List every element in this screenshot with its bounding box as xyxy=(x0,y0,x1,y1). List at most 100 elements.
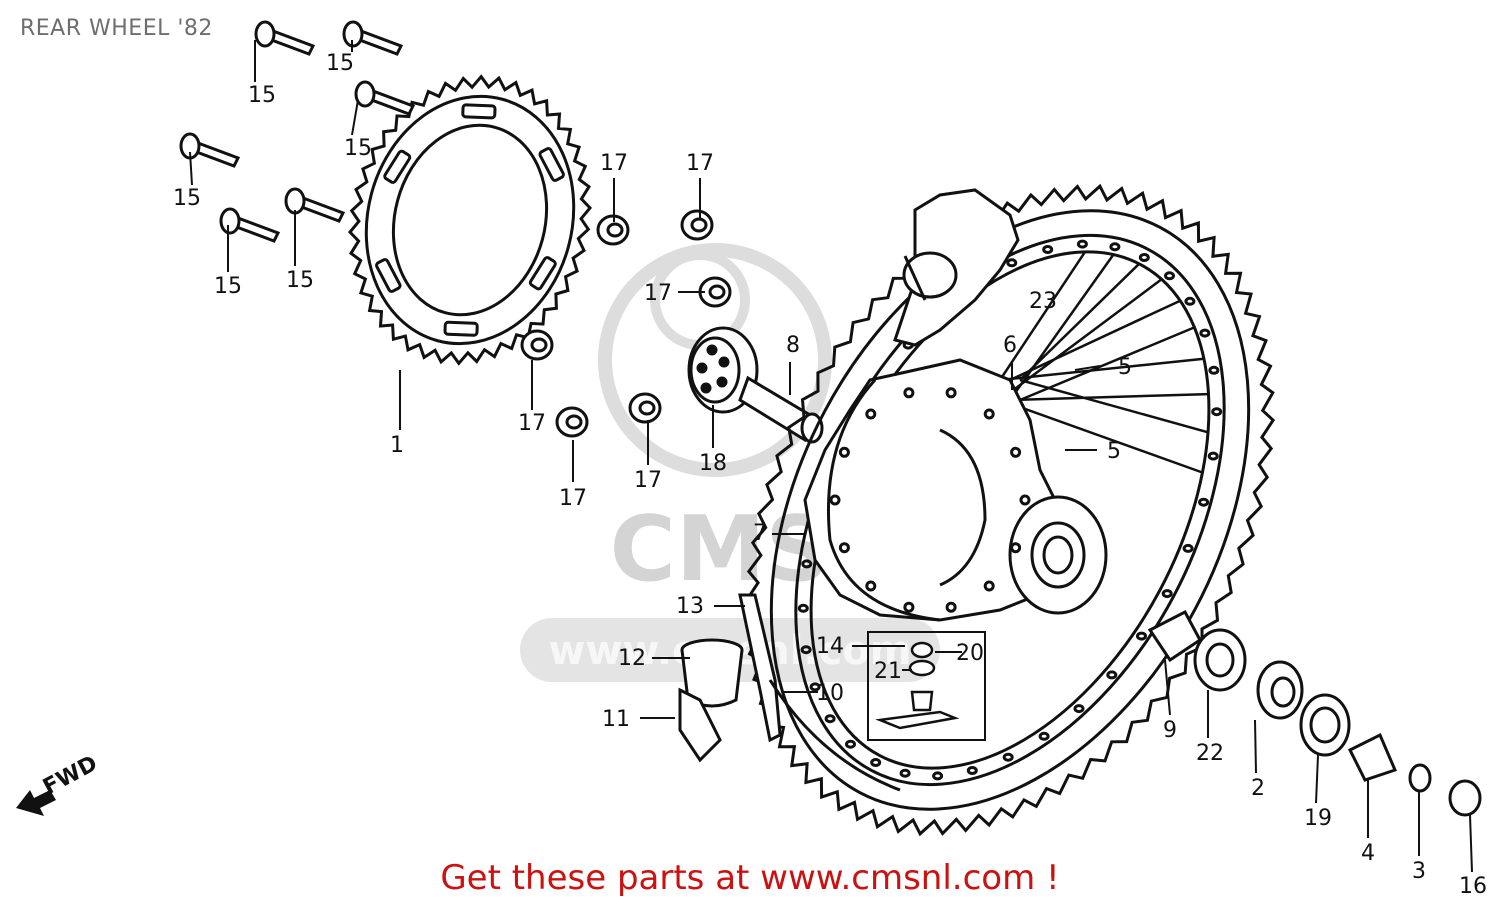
rim-spoke-hole xyxy=(1211,407,1223,417)
rim-spoke-hole xyxy=(1076,239,1088,249)
hub-bearing xyxy=(687,326,759,414)
rim-spoke-hole xyxy=(966,766,978,775)
part-label-23: 23 xyxy=(1029,289,1057,314)
flange-nut-icon xyxy=(680,209,714,241)
rim-spoke-hole xyxy=(1164,271,1175,281)
flange-nut-icon xyxy=(698,276,732,308)
part-label-17: 17 xyxy=(634,468,662,493)
sprocket-slot xyxy=(538,147,565,182)
hub-flange-hole xyxy=(945,601,957,613)
spoke xyxy=(999,357,1205,382)
part-label-13: 13 xyxy=(676,594,704,619)
valve-set xyxy=(867,631,986,741)
part-label-16: 16 xyxy=(1459,874,1487,899)
bolt-icon xyxy=(179,132,241,168)
rim-spoke-hole xyxy=(1073,704,1085,714)
part-label-5: 5 xyxy=(1118,355,1132,380)
hub-flange-hole xyxy=(1010,542,1022,554)
part-label-12: 12 xyxy=(618,646,646,671)
rim-spoke-hole xyxy=(1182,543,1194,553)
fwd-indicator: FWD xyxy=(16,751,102,816)
rim-spoke-hole xyxy=(870,758,882,767)
sprocket-slot xyxy=(375,258,402,293)
rim-spoke-hole xyxy=(824,714,836,724)
spoke xyxy=(1008,253,1115,401)
part-label-7: 7 xyxy=(753,521,767,546)
rim-spoke-hole xyxy=(1198,497,1210,507)
bolt-icon xyxy=(219,207,281,243)
rim-spoke-hole xyxy=(1161,589,1173,599)
sprocket-bolts xyxy=(179,20,416,243)
spoke xyxy=(999,278,1163,402)
hub-flange-hole xyxy=(945,387,957,399)
spoke xyxy=(998,251,1087,381)
spoke xyxy=(1019,262,1140,381)
rear-sprocket xyxy=(347,74,593,366)
rim-spoke-hole xyxy=(797,603,809,613)
sprocket-nuts xyxy=(520,209,732,438)
rim-spoke-hole xyxy=(1002,752,1014,762)
brake-arm xyxy=(893,188,1020,347)
sprocket-slot xyxy=(528,256,557,291)
flange-nut-icon xyxy=(520,329,554,361)
hub-flange-hole xyxy=(903,601,915,613)
part-label-17: 17 xyxy=(644,281,672,306)
fwd-label: FWD xyxy=(39,751,102,800)
flange-nut-icon xyxy=(628,392,662,424)
rim-spoke-hole xyxy=(1038,731,1050,741)
part-label-15: 15 xyxy=(173,186,201,211)
hub-flange-hole xyxy=(829,494,841,506)
part-label-18: 18 xyxy=(699,451,727,476)
rim-spoke-hole xyxy=(809,682,821,692)
rim-spoke-hole xyxy=(1138,253,1150,262)
spoke xyxy=(1009,392,1209,402)
bolt-icon xyxy=(354,80,416,116)
hub-flange-hole xyxy=(903,387,915,399)
part-label-6: 6 xyxy=(1003,333,1017,358)
rim-spoke-hole xyxy=(1042,245,1054,254)
part-label-5: 5 xyxy=(1107,439,1121,464)
rim-spoke-hole xyxy=(1184,296,1196,306)
rim-spoke-hole xyxy=(1006,258,1018,268)
rim-spoke-hole xyxy=(845,739,856,749)
watermark: CMS www.cmsnl.com xyxy=(520,243,940,682)
spoke xyxy=(1009,299,1181,382)
tube-and-rim-band xyxy=(678,593,901,792)
flange-nut-icon xyxy=(555,406,589,438)
rim-spoke-hole xyxy=(1136,631,1147,641)
part-label-21: 21 xyxy=(874,659,902,684)
wheel-hub xyxy=(803,358,1108,622)
rear-tire xyxy=(744,183,1276,837)
part-label-22: 22 xyxy=(1196,741,1224,766)
sprocket-slot xyxy=(443,320,479,337)
leader-lines xyxy=(189,40,1473,873)
part-label-11: 11 xyxy=(602,707,630,732)
footer-link[interactable]: Get these parts at www.cmsnl.com ! xyxy=(440,858,1060,898)
part-label-17: 17 xyxy=(686,151,714,176)
distance-collar xyxy=(738,375,824,444)
part-label-10: 10 xyxy=(816,681,844,706)
part-label-15: 15 xyxy=(326,51,354,76)
rim-spoke-hole xyxy=(1106,670,1118,680)
part-label-15: 15 xyxy=(286,268,314,293)
part-label-15: 15 xyxy=(248,83,276,108)
rim-spoke-hole xyxy=(1199,328,1211,338)
axle-side-parts xyxy=(1147,609,1482,817)
hub-flange-hole xyxy=(983,408,995,420)
watermark-brand: CMS xyxy=(610,497,830,602)
hub-flange-hole xyxy=(838,542,850,554)
spoke xyxy=(1019,378,1209,434)
part-label-14: 14 xyxy=(816,634,844,659)
hub-flange-hole xyxy=(838,446,850,458)
part-label-2: 2 xyxy=(1251,776,1265,801)
hub-flange-hole xyxy=(865,408,877,420)
hub-flange-hole xyxy=(865,580,877,592)
sprocket-slot xyxy=(461,103,497,120)
rim-spoke-hole xyxy=(1109,242,1121,252)
part-label-4: 4 xyxy=(1361,841,1375,866)
hub-flange-hole xyxy=(1010,446,1022,458)
part-label-1: 1 xyxy=(390,433,404,458)
rim-spoke-hole xyxy=(801,559,813,569)
